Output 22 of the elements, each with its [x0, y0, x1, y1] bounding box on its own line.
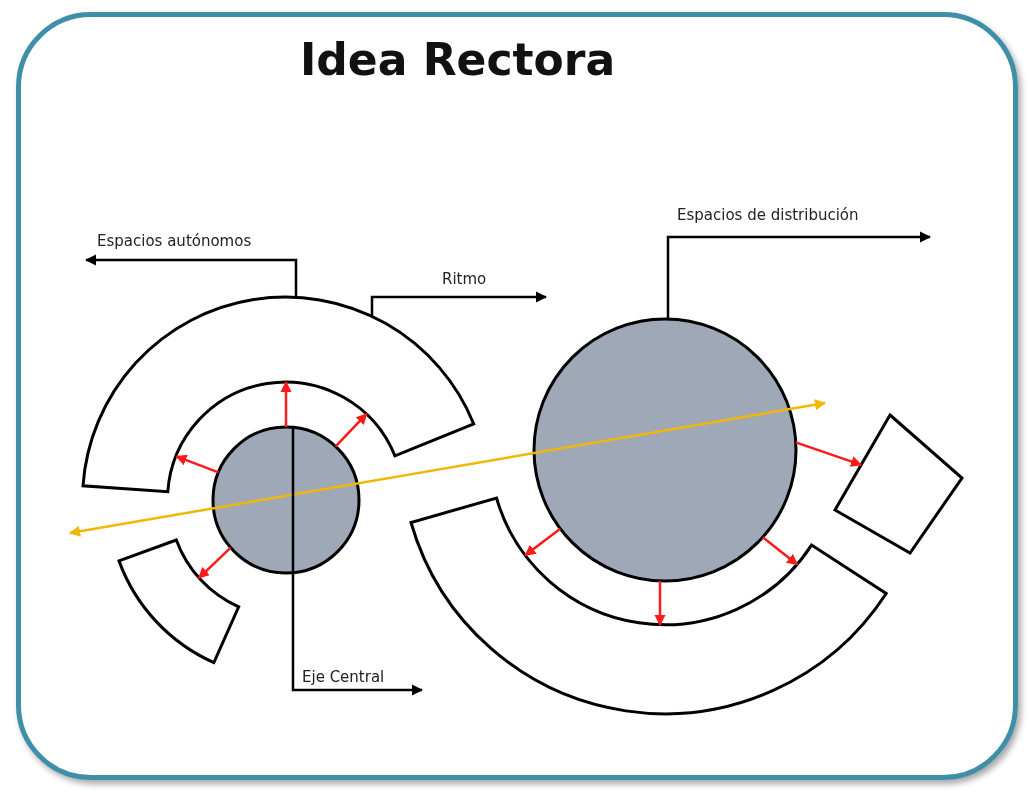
circle — [532, 317, 798, 583]
arc-segment — [81, 295, 477, 494]
leader-line — [370, 291, 548, 317]
arrow — [795, 441, 863, 467]
arc-segment — [116, 538, 241, 665]
arrow — [524, 527, 562, 557]
leader-line — [291, 427, 424, 696]
arrow — [334, 413, 368, 448]
arrow — [761, 536, 799, 566]
leader-line — [666, 231, 932, 320]
arrow — [175, 454, 219, 474]
arrow — [654, 580, 666, 627]
leader-label: Eje Central — [293, 668, 428, 695]
leader-line — [84, 254, 298, 298]
arrow — [197, 546, 232, 579]
circle — [211, 425, 361, 575]
arrow — [280, 380, 292, 427]
leader-label: Espacios de distribución — [668, 206, 936, 242]
leader-label: Espacios autónomos — [80, 232, 296, 265]
arc-segment — [409, 496, 889, 716]
leader-label: Ritmo — [372, 270, 552, 302]
title: Idea Rectora — [300, 34, 616, 85]
